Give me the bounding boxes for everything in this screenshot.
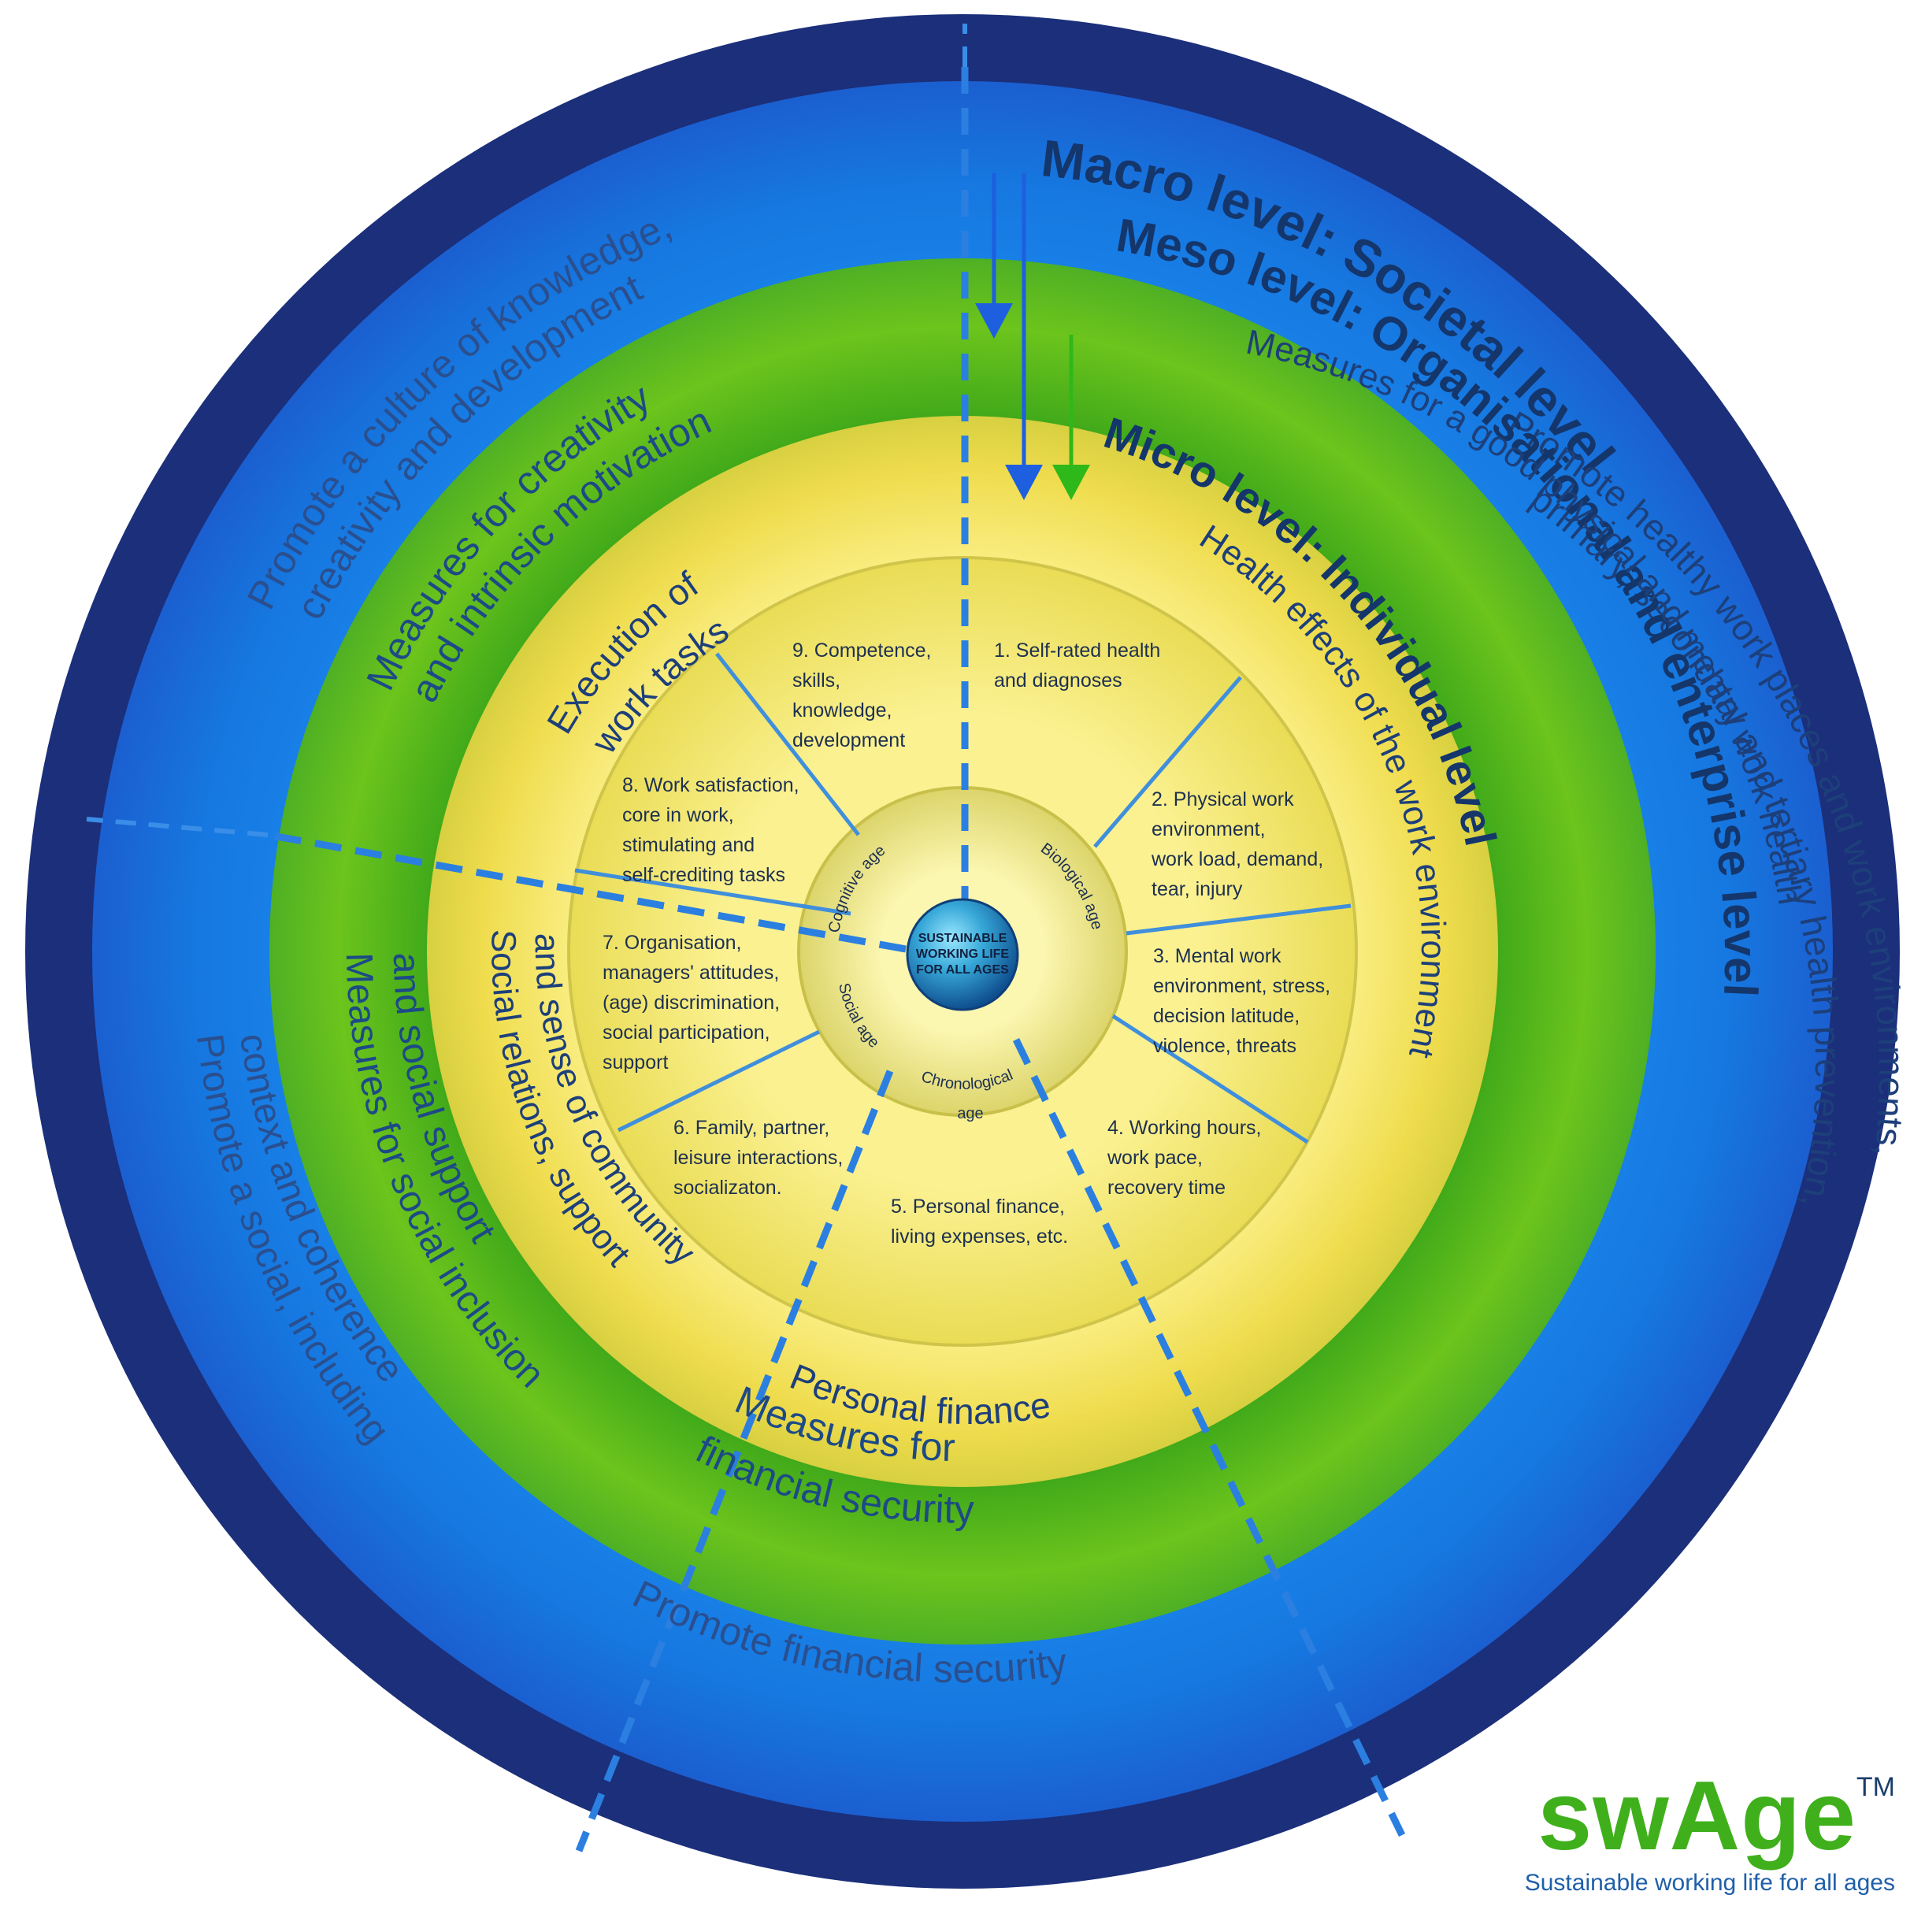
- factor-8-line: stimulating and: [622, 834, 755, 856]
- factor-4-line: recovery time: [1107, 1177, 1226, 1199]
- factor-3-line: violence, threats: [1153, 1035, 1296, 1057]
- factor-6-line: 6. Family, partner,: [673, 1117, 829, 1139]
- factor-5: 5. Personal finance, living expenses, etc…: [891, 1196, 1068, 1248]
- factor-7: 7. Organisation, managers' attitudes, (age…: [603, 932, 780, 1074]
- factor-dividers: [574, 652, 1352, 1144]
- sector-dashed-lines-outer: [86, 24, 967, 837]
- factor-3-line: 3. Mental work: [1153, 945, 1281, 967]
- brand-logo: swAgeTM: [1454, 1767, 1895, 1865]
- factor-3-line: environment, stress,: [1153, 975, 1330, 997]
- factor-5-line: living expenses, etc.: [891, 1226, 1068, 1248]
- factor-4: 4. Working hours, work pace, recovery time: [1107, 1117, 1261, 1199]
- center-line-1: SUSTAINABLE: [918, 932, 1007, 945]
- factor-2-line: work load, demand,: [1151, 848, 1323, 870]
- factor-8: 8. Work satisfaction, core in work, stimul…: [622, 774, 799, 886]
- brand-trademark: TM: [1856, 1772, 1895, 1802]
- factor-6-line: socializaton.: [673, 1177, 782, 1199]
- factor-3: 3. Mental work environment, stress, decisi…: [1153, 945, 1330, 1057]
- factor-labels: 1. Self-rated health and diagnoses 2. Phys…: [603, 640, 1330, 1248]
- factor-8-line: 8. Work satisfaction,: [622, 774, 799, 796]
- factor-6: 6. Family, partner, leisure interactions,…: [673, 1117, 843, 1199]
- factor-8-line: self-crediting tasks: [622, 864, 785, 886]
- factor-9-line: skills,: [792, 669, 840, 692]
- brand-name: swAge: [1537, 1762, 1856, 1871]
- chronological-age-label-2: age: [957, 1105, 983, 1122]
- brand-tagline: Sustainable working life for all ages: [1524, 1870, 1895, 1896]
- factor-4-line: work pace,: [1107, 1147, 1203, 1169]
- factor-7-line: (age) discrimination,: [603, 992, 780, 1014]
- factor-9-line: knowledge,: [792, 699, 892, 721]
- factor-4-line: 4. Working hours,: [1107, 1117, 1261, 1139]
- factor-5-line: 5. Personal finance,: [891, 1196, 1065, 1218]
- factor-7-line: 7. Organisation,: [603, 932, 742, 954]
- level-arrows: [975, 173, 1090, 500]
- center-line-2: WORKING LIFE: [916, 947, 1010, 961]
- factor-2-line: environment,: [1152, 818, 1266, 840]
- center-label: SUSTAINABLE WORKING LIFE FOR ALL AGES: [916, 932, 1010, 977]
- factor-2-line: 2. Physical work: [1152, 788, 1294, 810]
- factor-9: 9. Competence, skills, knowledge, developme…: [792, 640, 932, 751]
- factor-1-line: and diagnoses: [994, 669, 1122, 692]
- factor-2-line: tear, injury: [1152, 878, 1243, 900]
- factor-7-line: managers' attitudes,: [603, 962, 779, 984]
- center-globe: [906, 898, 1019, 1011]
- factor-9-line: development: [792, 729, 905, 751]
- factor-1-line: 1. Self-rated health: [994, 640, 1160, 662]
- factor-6-line: leisure interactions,: [673, 1147, 843, 1169]
- factor-3-line: decision latitude,: [1153, 1005, 1300, 1027]
- center-line-3: FOR ALL AGES: [916, 963, 1009, 977]
- factor-9-line: 9. Competence,: [792, 640, 932, 662]
- swage-brand: swAgeTM Sustainable working life for all…: [1454, 1767, 1895, 1897]
- factor-2: 2. Physical work environment, work load, d…: [1151, 788, 1323, 900]
- factor-7-line: social participation,: [603, 1022, 770, 1044]
- factor-8-line: core in work,: [622, 804, 734, 826]
- factor-1: 1. Self-rated health and diagnoses: [994, 640, 1160, 692]
- sector-dashed-lines: [267, 67, 1406, 1852]
- factor-7-line: support: [603, 1051, 668, 1074]
